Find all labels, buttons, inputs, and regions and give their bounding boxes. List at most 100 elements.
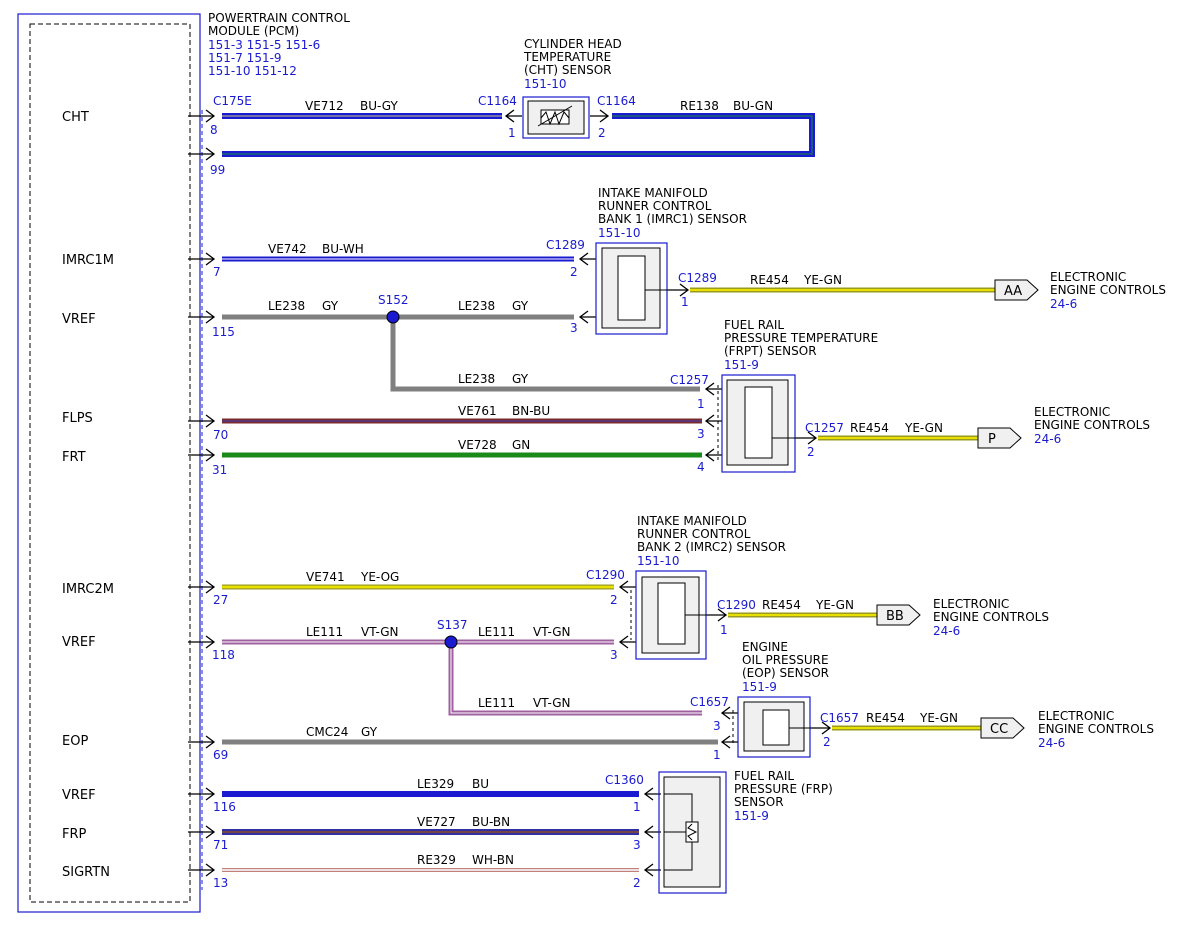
eop-arrow-out	[811, 721, 832, 735]
frpt-pin-1: 1	[697, 397, 705, 411]
pcm-module	[17, 13, 203, 913]
pcm-title-2: MODULE (PCM)	[208, 24, 299, 38]
imrc1-arrow-3	[578, 310, 596, 324]
imrc1-label-1: INTAKE MANIFOLD	[598, 186, 708, 200]
pin-vref-1: VREF	[62, 312, 96, 327]
pcm-arrows	[188, 109, 216, 877]
cht-ref: 151-10	[524, 77, 567, 91]
cht-conn-right: C1164	[597, 94, 636, 108]
cht-arrow-left	[504, 109, 522, 123]
offpage-cc-dest-2: ENGINE CONTROLS	[1038, 722, 1154, 736]
offpage-aa-ref: 24-6	[1050, 297, 1077, 311]
imrc2-pin-1: 1	[720, 623, 728, 637]
frp-label-2: PRESSURE (FRP)	[734, 782, 833, 796]
frp-sensor	[658, 771, 727, 894]
wire-le111-circuit-c: LE111	[478, 696, 515, 710]
wire-le111-color-b: VT-GN	[533, 625, 570, 639]
cht-pin-1: 1	[508, 126, 516, 140]
frpt-label-3: (FRPT) SENSOR	[724, 344, 817, 358]
wire-ve712-color: BU-GY	[360, 99, 398, 113]
imrc1-label-2: RUNNER CONTROL	[598, 199, 712, 213]
wire-le111-color-a: VT-GN	[361, 625, 398, 639]
cht-pin-2: 2	[598, 126, 606, 140]
wire-ve742-pin: 7	[213, 265, 221, 279]
frpt-label-2: PRESSURE TEMPERATURE	[724, 331, 878, 345]
imrc1-pin-3: 3	[570, 321, 578, 335]
offpage-aa-dest-1: ELECTRONIC	[1050, 270, 1126, 284]
wire-le111	[222, 639, 702, 716]
imrc2-conn: C1290	[586, 568, 625, 582]
wire-re329-pin: 13	[213, 876, 228, 890]
eop-label-2: OIL PRESSURE	[742, 653, 829, 667]
wire-cmc24-pin: 69	[213, 748, 228, 762]
imrc1-arrow-2	[578, 252, 596, 266]
wire-ve742-circuit: VE742	[268, 242, 307, 256]
pcm-title-1: POWERTRAIN CONTROL	[208, 11, 350, 25]
offpage-cc[interactable]	[980, 717, 1025, 739]
frpt-arrow-3	[704, 414, 722, 428]
pin-sigrtn: SIGRTN	[62, 865, 110, 880]
imrc1-arrow-out	[668, 283, 690, 297]
wire-le238-circuit-c: LE238	[458, 372, 495, 386]
frpt-arrow-out	[796, 431, 818, 445]
offpage-aa[interactable]	[994, 279, 1039, 301]
frp-pin-1: 1	[633, 800, 641, 814]
wire-le238-color-a: GY	[322, 299, 339, 313]
wire-ve727-color: BU-BN	[472, 815, 510, 829]
eop-arrow-1	[720, 735, 738, 749]
frp-label-3: SENSOR	[734, 795, 784, 809]
wire-cmc24-color: GY	[361, 725, 378, 739]
eop-conn: C1657	[690, 695, 729, 709]
wire-re454-p-color: YE-GN	[904, 421, 943, 435]
eop-pin-2: 2	[823, 735, 831, 749]
frp-pin-2: 2	[633, 876, 641, 890]
wire-le238-color-c: GY	[512, 372, 529, 386]
imrc2-pin-2: 2	[610, 593, 618, 607]
wire-re138	[222, 113, 815, 157]
pcm-ref-1: 151-3 151-5 151-6	[208, 38, 320, 52]
offpage-bb[interactable]	[876, 604, 921, 626]
wire-le238-circuit-b: LE238	[458, 299, 495, 313]
frp-arrow-1	[643, 787, 661, 801]
offpage-p[interactable]	[977, 427, 1022, 449]
pin-cht: CHT	[62, 110, 89, 125]
wire-ve741-circuit: VE741	[306, 570, 345, 584]
wire-re138-color: BU-GN	[733, 99, 773, 113]
wire-ve761-circuit: VE761	[458, 404, 497, 418]
frp-label-1: FUEL RAIL	[734, 769, 794, 783]
imrc1-conn: C1289	[546, 238, 585, 252]
offpage-p-dest-1: ELECTRONIC	[1034, 405, 1110, 419]
wire-le329-circuit: LE329	[417, 777, 454, 791]
wire-re454-cc-color: YE-GN	[919, 711, 958, 725]
eop-sensor	[737, 696, 820, 758]
imrc2-pin-3: 3	[610, 648, 618, 662]
wire-le238-circuit-a: LE238	[268, 299, 305, 313]
wire-le111-circuit-a: LE111	[306, 625, 343, 639]
frpt-sensor	[721, 374, 800, 473]
pin-flps: FLPS	[62, 411, 93, 426]
wire-ve761-color: BN-BU	[512, 404, 550, 418]
frp-pin-3: 3	[633, 838, 641, 852]
frpt-pin-4: 4	[697, 460, 705, 474]
imrc2-ref: 151-10	[637, 554, 680, 568]
imrc1-sensor	[595, 242, 680, 335]
offpage-bb-dest-2: ENGINE CONTROLS	[933, 610, 1049, 624]
imrc2-label-2: RUNNER CONTROL	[637, 527, 751, 541]
wire-ve728-circuit: VE728	[458, 438, 497, 452]
pcm-connector: C175E	[213, 94, 252, 108]
wire-cmc24-circuit: CMC24	[306, 725, 348, 739]
imrc2-arrow-3	[618, 635, 636, 649]
imrc1-conn-out: C1289	[678, 271, 717, 285]
imrc1-pin-1: 1	[681, 295, 689, 309]
imrc2-sensor	[635, 570, 718, 660]
offpage-cc-dest-1: ELECTRONIC	[1038, 709, 1114, 723]
wire-le111-pin: 118	[212, 648, 235, 662]
eop-conn-out: C1657	[820, 711, 859, 725]
splice-s152	[386, 310, 400, 324]
wire-ve741-color: YE-OG	[360, 570, 399, 584]
pin-imrc2m: IMRC2M	[62, 582, 114, 597]
offpage-p-ref: 24-6	[1034, 432, 1061, 446]
imrc2-arrow-2	[618, 580, 636, 594]
frpt-arrow-1	[704, 382, 722, 396]
imrc2-label-3: BANK 2 (IMRC2) SENSOR	[637, 540, 786, 554]
